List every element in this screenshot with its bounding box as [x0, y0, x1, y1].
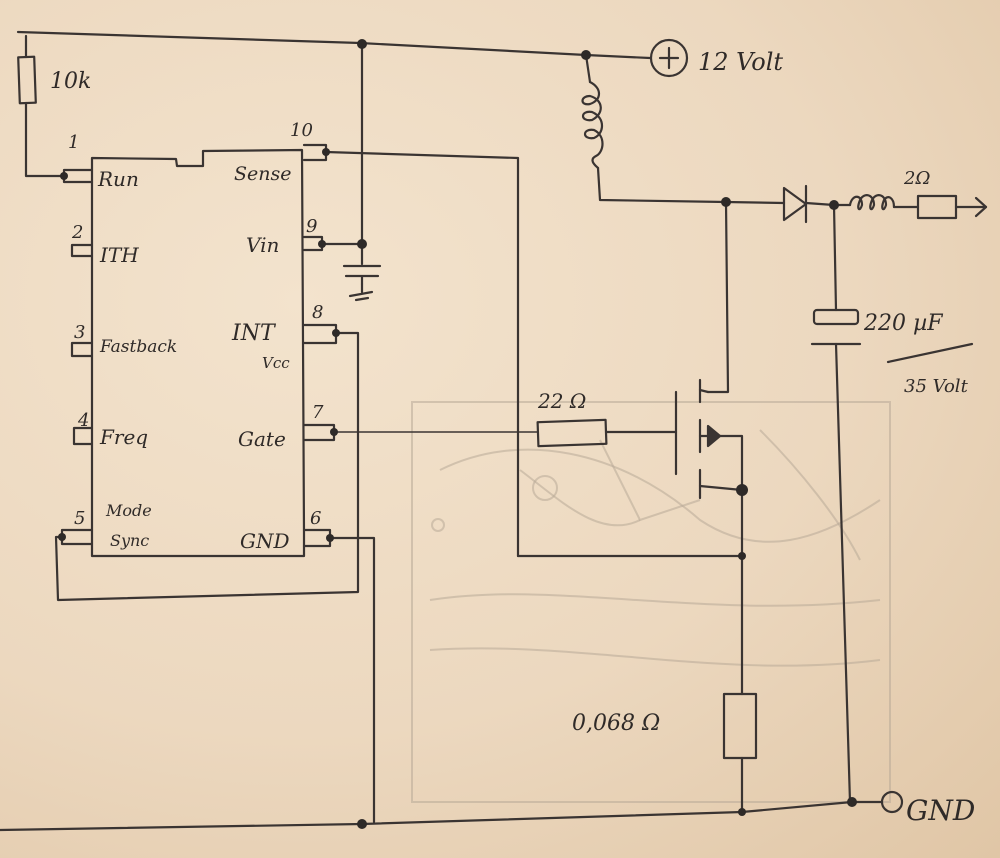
- resistor-sense-label: 0,068 Ω: [572, 711, 660, 736]
- controller-ic: [90, 148, 306, 558]
- vin-capacitor: [342, 264, 382, 302]
- pin-6-name: GND: [240, 529, 290, 553]
- capacitor-rating-label: 35 Volt: [904, 376, 969, 397]
- pin-9-name: Vin: [246, 233, 279, 257]
- wires: [0, 30, 988, 832]
- resistor-gate-label: 22 Ω: [537, 389, 586, 413]
- pin-10-number: 10: [290, 120, 313, 141]
- pin-4-name: Freq: [99, 425, 148, 449]
- pin-10-name: Sense: [234, 163, 292, 185]
- resistor-10k: [17, 55, 37, 105]
- resistor-2ohm: [916, 194, 958, 220]
- pin-5-name: Mode: [105, 501, 152, 520]
- ground-terminal-icon: [880, 790, 904, 814]
- rating-divider: [886, 342, 974, 364]
- ic-outline: [90, 148, 306, 558]
- diode-icon: [782, 184, 808, 224]
- pin-3-number: 3: [74, 322, 85, 343]
- pin-7-number: 7: [312, 402, 324, 423]
- pin-8-name: INT: [231, 321, 277, 346]
- pin-8-name-2: Vcc: [262, 354, 290, 372]
- supply-label: 12 Volt: [698, 48, 783, 76]
- pin-2-name: ITH: [99, 243, 139, 267]
- pin-7-name: Gate: [238, 427, 286, 451]
- pin-3-name: Fastback: [99, 337, 177, 357]
- ground-label: GND: [906, 794, 975, 827]
- junction-dots: [58, 39, 857, 829]
- background-ghost-sketch: [411, 401, 891, 803]
- resistor-gate: [536, 418, 608, 448]
- resistor-2ohm-label: 2Ω: [903, 168, 930, 189]
- pin-5-number: 5: [74, 508, 85, 529]
- pin-1-name: Run: [97, 167, 139, 191]
- resistor-10k-label: 10k: [50, 69, 91, 94]
- mosfet-icon: [674, 378, 744, 500]
- pin-5-name-2: Sync: [110, 531, 149, 550]
- pin-1-number: 1: [68, 132, 79, 153]
- output-capacitor: [810, 308, 862, 346]
- pin-4-number: 4: [77, 410, 89, 431]
- supply-terminal-icon: [649, 38, 689, 78]
- output-inductor: [848, 194, 896, 211]
- pin-8-number: 8: [312, 302, 323, 323]
- pin-6-number: 6: [310, 508, 321, 529]
- resistor-sense: [722, 692, 758, 760]
- pin-9-number: 9: [306, 216, 317, 237]
- boost-inductor: [581, 80, 604, 170]
- pin-2-number: 2: [71, 222, 83, 243]
- capacitor-value-label: 220 µF: [863, 311, 943, 336]
